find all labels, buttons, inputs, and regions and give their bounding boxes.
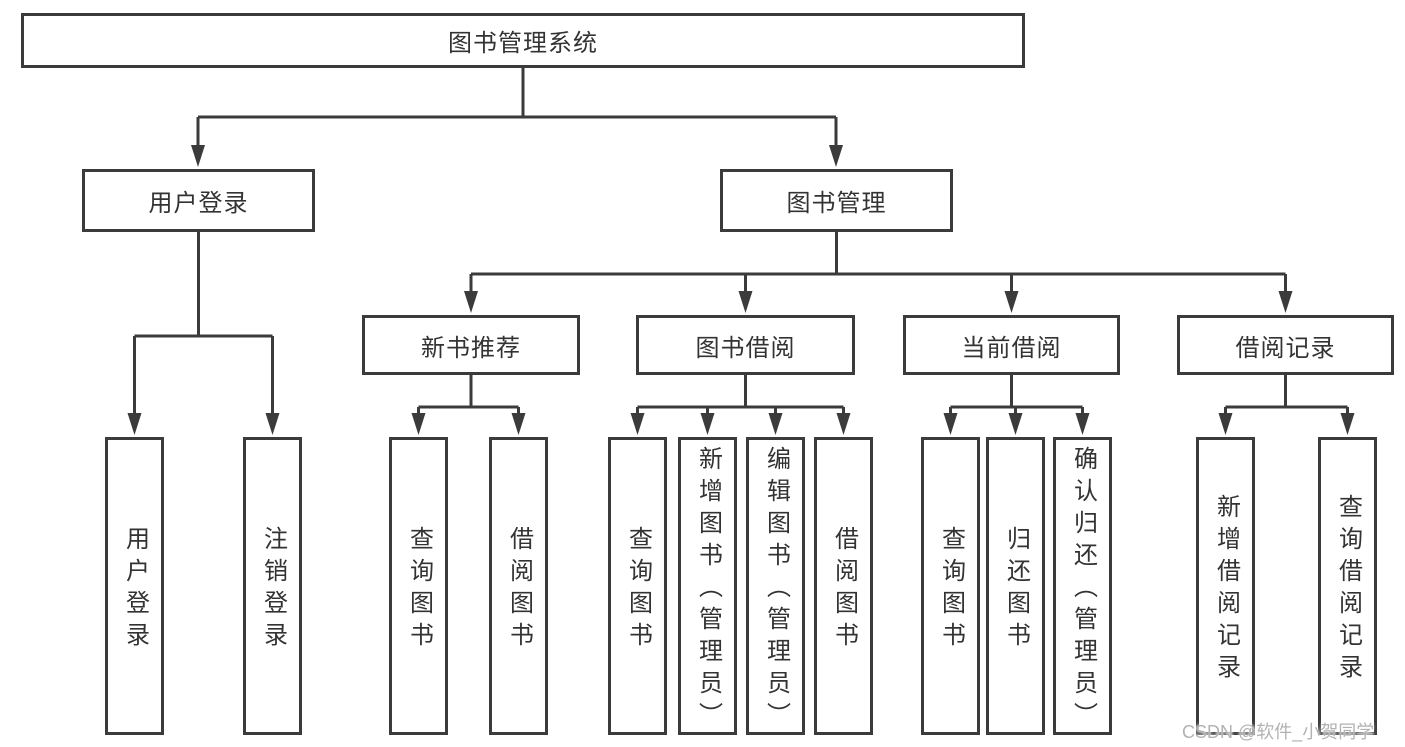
connector-borrow-records-to-leaves xyxy=(1218,375,1355,435)
arrow-down-icon xyxy=(1340,413,1355,435)
leaf-confirm-return-admin: 确认归还（管理员） xyxy=(1053,437,1112,735)
node-label: 借阅记录 xyxy=(1235,334,1336,362)
leaf-add-borrow-record: 新增借阅记录 xyxy=(1196,437,1255,735)
leaf-label: 查询图书 xyxy=(624,526,652,654)
leaf-query-books-current: 查询图书 xyxy=(921,437,980,735)
arrow-down-icon xyxy=(1008,413,1023,435)
connector-user-login-to-leaves xyxy=(127,232,280,435)
node-label: 图书管理系统 xyxy=(448,30,598,57)
csdn-watermark: CSDN @软件_小贺同学 xyxy=(1182,722,1375,742)
leaf-user-login: 用户登录 xyxy=(105,437,164,735)
arrow-down-icon xyxy=(630,413,645,435)
connector-new-book-recommend-to-leaves xyxy=(411,375,526,435)
arrow-down-icon xyxy=(1218,413,1233,435)
arrow-down-icon xyxy=(829,145,843,167)
node-borrowing-records: 借阅记录 xyxy=(1177,315,1394,375)
node-label: 图书管理 xyxy=(786,190,887,217)
arrow-down-icon xyxy=(191,145,205,167)
leaf-label: 查询借阅记录 xyxy=(1334,494,1362,686)
arrow-down-icon xyxy=(265,413,280,435)
leaf-label: 用户登录 xyxy=(121,526,149,654)
leaf-return-books: 归还图书 xyxy=(986,437,1045,735)
arrow-down-icon xyxy=(836,413,851,435)
node-current-borrowing: 当前借阅 xyxy=(903,315,1120,375)
arrow-down-icon xyxy=(1004,291,1019,313)
node-label: 新书推荐 xyxy=(421,334,521,362)
leaf-label: 新增图书（管理员） xyxy=(694,446,722,734)
leaf-label: 借阅图书 xyxy=(830,526,858,654)
leaf-label: 新增借阅记录 xyxy=(1212,494,1240,686)
arrow-down-icon xyxy=(411,413,426,435)
leaf-label: 查询图书 xyxy=(937,526,965,654)
leaf-edit-books-admin: 编辑图书（管理员） xyxy=(746,437,805,735)
leaf-logout: 注销登录 xyxy=(243,437,302,735)
arrow-down-icon xyxy=(738,291,753,313)
arrow-down-icon xyxy=(768,413,783,435)
leaf-query-books-recommend: 查询图书 xyxy=(389,437,448,735)
arrow-down-icon xyxy=(1278,291,1293,313)
connector-book-borrow-to-leaves xyxy=(630,375,851,435)
node-book-borrowing: 图书借阅 xyxy=(636,315,855,375)
leaf-label: 借阅图书 xyxy=(505,526,533,654)
node-label: 用户登录 xyxy=(148,190,249,217)
connector-book-management-to-modules xyxy=(464,232,1293,313)
leaf-query-books-borrow: 查询图书 xyxy=(608,437,667,735)
arrow-down-icon xyxy=(700,413,715,435)
node-book-management: 图书管理 xyxy=(720,169,953,232)
node-new-book-recommendation: 新书推荐 xyxy=(362,315,580,375)
arrow-down-icon xyxy=(464,291,478,313)
arrow-down-icon xyxy=(1075,413,1090,435)
leaf-label: 归还图书 xyxy=(1002,526,1030,654)
leaf-add-books-admin: 新增图书（管理员） xyxy=(678,437,737,735)
leaf-query-borrow-record: 查询借阅记录 xyxy=(1318,437,1377,735)
arrow-down-icon xyxy=(943,413,958,435)
node-user-login: 用户登录 xyxy=(82,169,315,232)
connector-current-borrow-to-leaves xyxy=(943,375,1090,435)
node-library-management-system: 图书管理系统 xyxy=(21,13,1025,68)
arrow-down-icon xyxy=(511,413,526,435)
leaf-label: 查询图书 xyxy=(405,526,433,654)
leaf-borrow-books-recommend: 借阅图书 xyxy=(489,437,548,735)
connector-root-to-branches xyxy=(191,68,843,167)
leaf-borrow-books: 借阅图书 xyxy=(814,437,873,735)
leaf-label: 编辑图书（管理员） xyxy=(762,446,790,734)
node-label: 图书借阅 xyxy=(695,334,796,362)
leaf-label: 注销登录 xyxy=(259,526,287,654)
node-label: 当前借阅 xyxy=(961,334,1062,362)
leaf-label: 确认归还（管理员） xyxy=(1069,446,1097,734)
arrow-down-icon xyxy=(127,413,142,435)
